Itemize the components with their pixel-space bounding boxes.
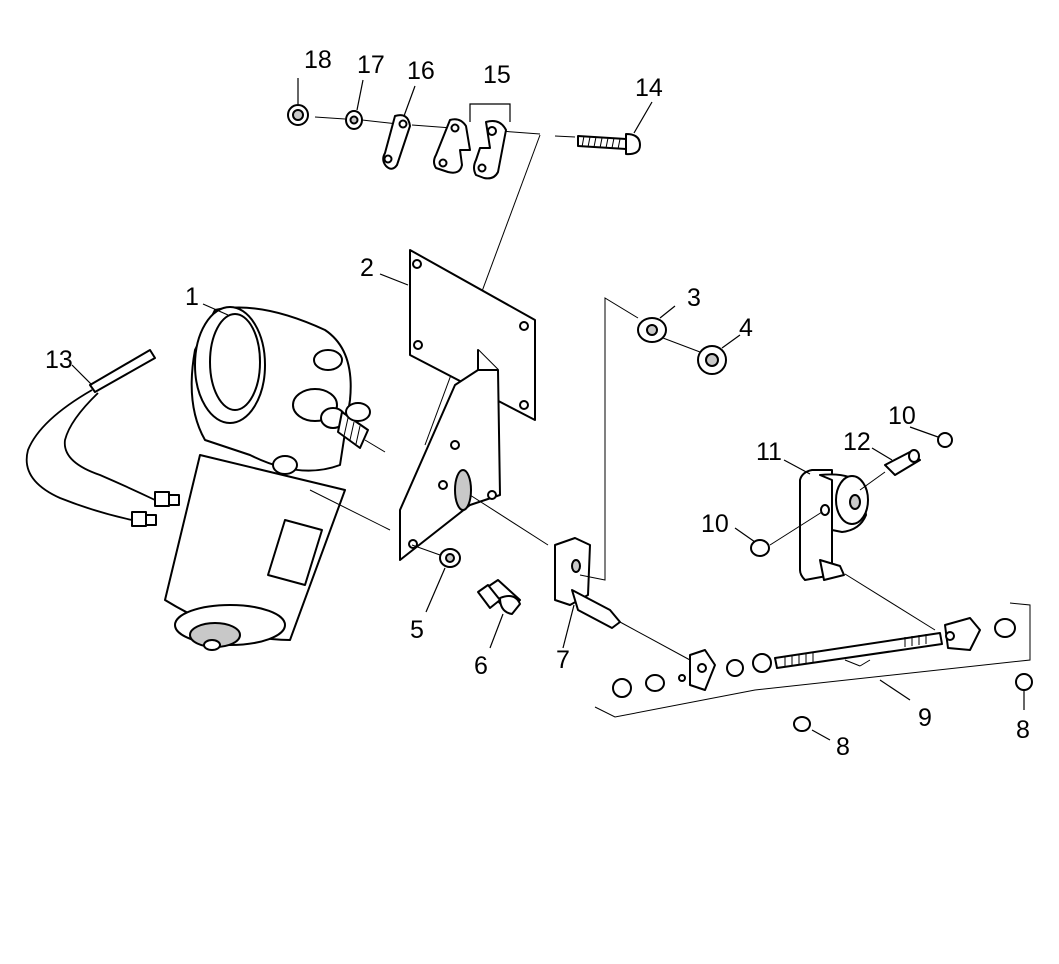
part-17-washer [345, 110, 363, 130]
callout-labels: 18 17 16 15 14 2 1 3 4 13 10 12 11 10 5 … [45, 46, 1030, 761]
callout-4: 4 [739, 314, 753, 342]
part-15-clamp [433, 118, 507, 180]
callout-8-right: 8 [1016, 716, 1030, 744]
bracket [399, 349, 501, 561]
callout-5: 5 [410, 616, 424, 644]
callout-16: 16 [407, 57, 435, 85]
callout-9: 9 [918, 704, 932, 732]
part-18-nut [287, 104, 309, 126]
connector-a [154, 491, 180, 507]
callout-10-top: 10 [888, 402, 916, 430]
part-1-motor [164, 306, 391, 651]
callout-15: 15 [483, 61, 511, 89]
part-6-bolt [477, 579, 521, 615]
callout-18: 18 [304, 46, 332, 74]
part-7-lever [469, 494, 691, 661]
part-3-washer [637, 317, 667, 343]
part-16-link-plate [382, 114, 411, 170]
part-10-circlip-top [937, 432, 953, 448]
clamp-assembly [287, 104, 641, 446]
part-8-circlip-left [793, 716, 811, 732]
callout-7: 7 [556, 646, 570, 674]
callout-17: 17 [357, 51, 385, 79]
part-13-wire-harness [25, 349, 180, 527]
callout-12: 12 [843, 428, 871, 456]
part-2-mounting-plate [409, 249, 536, 421]
callout-10-left: 10 [701, 510, 729, 538]
callout-6: 6 [474, 652, 488, 680]
part-11-pivot-bracket [799, 469, 936, 631]
part-5-washer [439, 548, 461, 568]
callout-13: 13 [45, 346, 73, 374]
callout-3: 3 [687, 284, 701, 312]
part-8-circlip-right [1015, 673, 1033, 691]
callout-1: 1 [185, 283, 199, 311]
connector-b [131, 511, 157, 527]
callout-2: 2 [360, 254, 374, 282]
part-14-screw [577, 133, 641, 156]
callout-11: 11 [756, 438, 782, 466]
part-10-circlip-left [750, 539, 770, 557]
callout-8-left: 8 [836, 733, 850, 761]
callout-14: 14 [635, 74, 663, 102]
part-9-linkage [594, 602, 1031, 718]
part-12-pin [884, 449, 921, 476]
leader-lines [71, 78, 1025, 741]
part-4-nut [697, 345, 727, 375]
